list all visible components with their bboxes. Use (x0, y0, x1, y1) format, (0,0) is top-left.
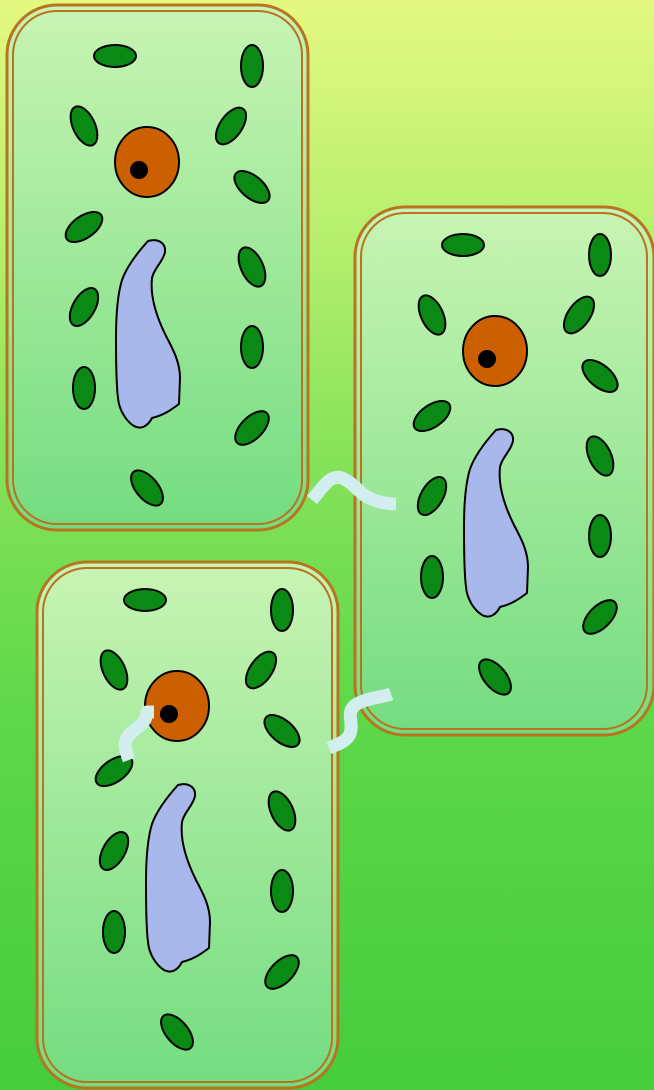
chloroplast (442, 234, 484, 256)
nucleus (115, 127, 179, 197)
nucleus (463, 316, 527, 386)
plant-cell-2 (355, 207, 654, 735)
chloroplast (73, 367, 95, 409)
chloroplast (271, 870, 293, 912)
nucleolus (478, 350, 496, 368)
nucleolus (160, 705, 178, 723)
chloroplast (589, 515, 611, 557)
nucleolus (130, 161, 148, 179)
chloroplast (271, 589, 293, 631)
plant-cell-3 (37, 562, 338, 1088)
chloroplast (94, 45, 136, 67)
chloroplast (124, 589, 166, 611)
chloroplast (241, 326, 263, 368)
plant-cell-1 (7, 5, 308, 530)
chloroplast (103, 911, 125, 953)
chloroplast (421, 556, 443, 598)
chloroplast (241, 45, 263, 87)
chloroplast (589, 234, 611, 276)
nucleus (145, 671, 209, 741)
